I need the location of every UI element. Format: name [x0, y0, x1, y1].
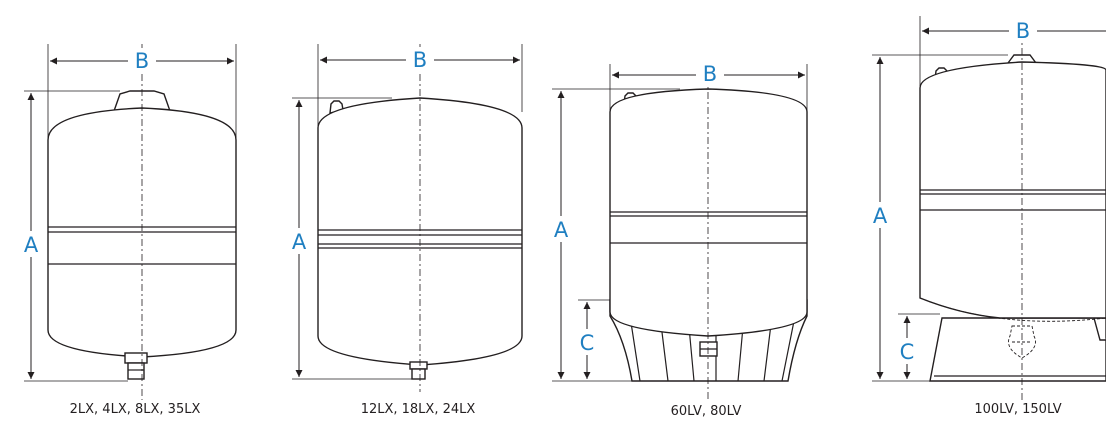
dimension-a-label: A: [873, 204, 888, 228]
hidden-bottom-connector: [1008, 325, 1036, 359]
tank-caption: 2LX, 4LX, 8LX, 35LX: [70, 402, 201, 417]
tank-caption: 12LX, 18LX, 24LX: [361, 402, 476, 417]
dimension-b-label: B: [413, 48, 427, 72]
tank-body: [317, 97, 523, 366]
bottom-connector: [124, 352, 148, 364]
bottom-connector: [411, 368, 426, 380]
dimension-a-label: A: [24, 233, 39, 257]
tank-caption: 60LV, 80LV: [671, 404, 742, 419]
dimension-b-label: B: [135, 49, 149, 73]
bottom-connector: [127, 362, 145, 380]
dimension-c-label: C: [580, 331, 595, 355]
tank-diagram-1: B A 2LX, 4LX, 8LX, 35LX: [20, 44, 237, 417]
dimension-b-label: B: [703, 62, 717, 86]
hidden-bottom-outline: [919, 297, 1106, 322]
stand-leg-edge: [1093, 317, 1106, 341]
tank-caption: 100LV, 150LV: [974, 402, 1061, 417]
tank-diagram-3: B A C 60LV, 80LV: [550, 62, 808, 419]
tank-diagram-2: B A 12LX, 18LX, 24LX: [288, 44, 523, 417]
dimension-c-label: C: [900, 340, 915, 364]
tank-diagram-4: B A C 100LV, 150LV: [869, 16, 1106, 417]
bottom-connector: [409, 361, 428, 370]
dimension-b-label: B: [1016, 19, 1030, 43]
dimension-a-label: A: [554, 218, 569, 242]
dimension-a-label: A: [292, 230, 307, 254]
base-stand: [929, 317, 1106, 382]
